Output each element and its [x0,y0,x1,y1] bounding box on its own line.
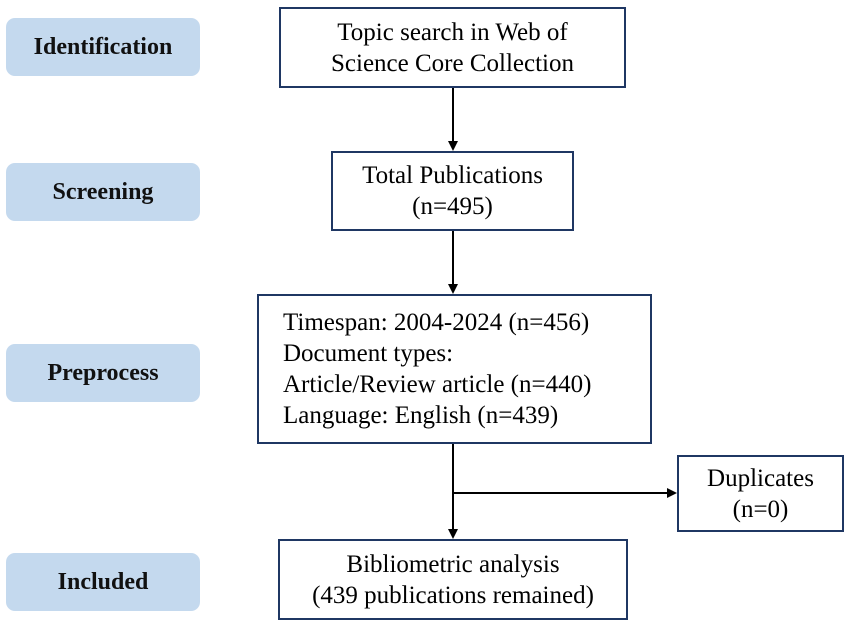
included-line-2: (439 publications remained) [312,581,594,609]
search-line-1: Topic search in Web of [337,18,568,46]
duplicates-line-2: (n=0) [732,495,789,523]
preprocess-line-1: Timespan: 2004-2024 (n=456) [283,309,590,336]
preprocess-line-4: Language: English (n=439) [283,402,559,429]
search-line-2: Science Core Collection [331,49,574,77]
total-line-2: (n=495) [412,193,493,220]
stage-screening: Screening [6,163,200,221]
stage-identification: Identification [6,18,200,76]
stage-preprocess: Preprocess [6,344,200,402]
total-line-1: Total Publications [362,162,543,189]
preprocess-line-3: Article/Review article (n=440) [283,371,592,398]
search-box: Topic search in Web of Science Core Coll… [279,7,626,88]
included-line-1: Bibliometric analysis [346,550,560,578]
total-publications-box: Total Publications (n=495) [331,151,574,231]
preprocess-line-2: Document types: [283,340,454,367]
included-box: Bibliometric analysis (439 publications … [278,539,628,620]
preprocess-box: Timespan: 2004-2024 (n=456) Document typ… [257,294,652,444]
duplicates-line-1: Duplicates [707,464,814,492]
duplicates-box: Duplicates (n=0) [677,455,844,532]
stage-included: Included [6,553,200,611]
